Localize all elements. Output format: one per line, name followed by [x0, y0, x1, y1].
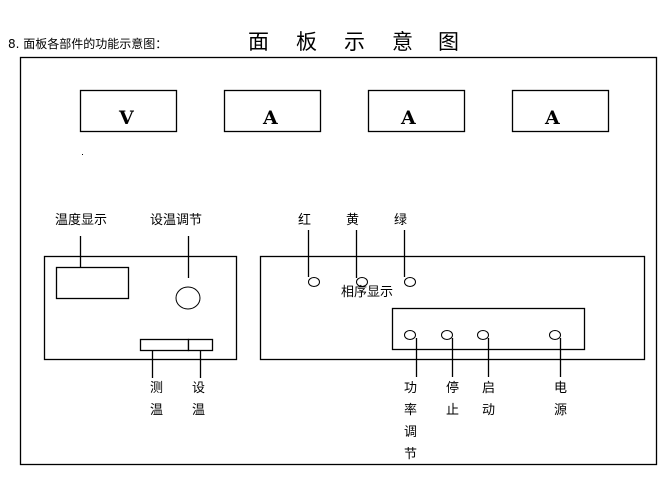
power-adjust-label: 率 [404, 402, 417, 418]
meter-unit-label: A [544, 107, 560, 129]
lamp-red [308, 277, 320, 287]
temp-display-label: 温度显示 [55, 212, 107, 228]
meter-unit-label: A [262, 107, 278, 129]
lamp-yellow [356, 277, 368, 287]
measure-temp-label: 温 [150, 403, 163, 418]
power-adjust-label: 节 [404, 447, 417, 462]
temp-display-window [55, 266, 130, 300]
meter-unit-label: A [400, 107, 416, 129]
temp-set-knob[interactable] [175, 286, 201, 310]
power-adjust-label: 调 [404, 425, 417, 440]
diagram-title: 面 板 示 意 图 [248, 30, 459, 54]
meter-box [511, 89, 610, 133]
lamp-yellow-label: 黄 [346, 213, 359, 228]
stray-dot [82, 154, 83, 155]
power-switch[interactable] [549, 330, 561, 340]
meter-ammeter-1: A [223, 89, 322, 133]
temp-set-knob-label: 设温调节 [150, 213, 202, 228]
meter-box [367, 89, 466, 133]
stop-button[interactable] [441, 330, 453, 340]
stop-label: 止 [446, 403, 459, 418]
power-label: 源 [554, 403, 567, 418]
meter-ammeter-3: A [511, 89, 610, 133]
start-label: 动 [482, 403, 495, 418]
measure-temp-switch[interactable] [139, 338, 190, 352]
meter-ammeter-2: A [367, 89, 466, 133]
meter-voltmeter: V [79, 89, 178, 133]
power-adjust-label: 功 [404, 381, 417, 396]
stop-label: 停 [446, 380, 459, 396]
temperature-panel: 温度显示 设温调节 测 温 设 温 [43, 212, 238, 418]
lamp-green [404, 277, 416, 287]
lamp-red-label: 红 [298, 212, 311, 228]
measure-temp-label: 测 [150, 381, 163, 396]
phase-display-label: 相序显示 [341, 285, 393, 300]
meter-unit-label: V [118, 107, 135, 129]
temperature-panel-frame [43, 255, 238, 361]
title-char: 示 [344, 30, 365, 54]
section-heading: 8. 面板各部件的功能示意图： [8, 36, 167, 51]
title-char: 意 [392, 30, 413, 54]
power-label: 电 [554, 381, 567, 396]
power-adjust-knob[interactable] [404, 330, 416, 340]
control-panel: 红 黄 绿 相序显示 功 率 调 节 停 止 启 动 电 源 [259, 212, 646, 462]
set-temp-label: 温 [192, 403, 205, 418]
start-button[interactable] [477, 330, 489, 340]
lamp-green-label: 绿 [394, 213, 407, 228]
set-temp-switch[interactable] [187, 338, 214, 352]
meter-box [223, 89, 322, 133]
title-char: 面 [248, 30, 269, 54]
meter-box [79, 89, 178, 133]
set-temp-label: 设 [192, 381, 205, 396]
title-char: 板 [296, 30, 317, 54]
title-char: 图 [438, 30, 459, 54]
start-label: 启 [482, 381, 495, 396]
outer-panel-frame [19, 56, 658, 466]
